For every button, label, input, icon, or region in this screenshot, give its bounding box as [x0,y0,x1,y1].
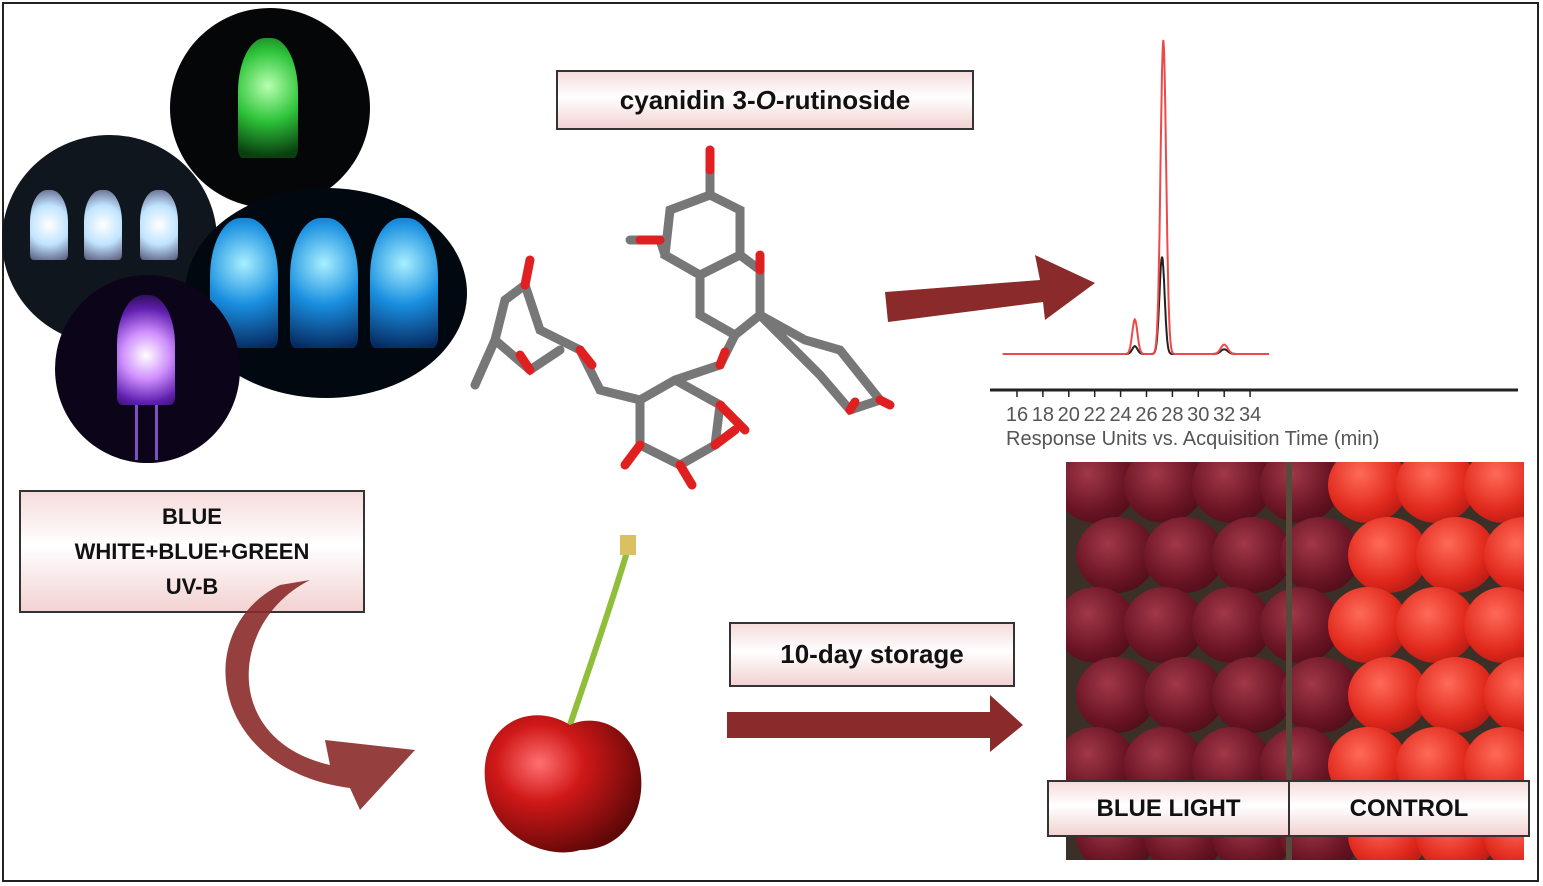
x-tick-label: 16 [1006,404,1028,426]
cherry-fruit [1280,517,1360,593]
chart-x-label: Response Units vs. Acquisition Time (min… [1006,428,1380,450]
cherry-fruit [1396,587,1476,663]
cherry-fruit [1124,587,1204,663]
cherry-image [484,535,642,853]
cherry-fruit [1124,462,1204,523]
compound-name-suffix: -rutinoside [775,84,911,115]
x-tick-label: 30 [1187,404,1209,426]
cherry-fruit [1328,462,1408,523]
cherry-fruit [1192,462,1272,523]
cherry-fruit [1144,657,1224,733]
cherry-fruit [1484,657,1524,733]
cherry-fruit [1328,587,1408,663]
x-tick-label: 34 [1239,404,1261,426]
x-tick-label: 18 [1032,404,1054,426]
led-uv-photo [55,275,240,463]
cherry-fruit [1212,657,1292,733]
arrow-to-storage-result [727,695,1023,752]
cherry-fruit [1076,657,1156,733]
arrow-to-chromatogram [885,255,1095,322]
treatment-uvb: UV-B [165,574,219,599]
cherry-fruit [1260,462,1340,523]
curved-arrow [225,580,415,810]
compound-label: cyanidin 3-O-rutinoside [556,70,974,130]
x-tick-label: 24 [1109,404,1131,426]
blue-light-label: BLUE LIGHT [1047,780,1290,837]
cherry-fruit [1464,462,1524,523]
cherry-fruit [1076,517,1156,593]
cherry-fruit [1192,587,1272,663]
treatment-blue: BLUE [162,504,222,529]
cherry-fruit [1396,462,1476,523]
cherry-fruit [1416,517,1496,593]
treatment-white-blue-green: WHITE+BLUE+GREEN [74,539,310,564]
cherry-fruit [1484,517,1524,593]
cherry-fruit [1416,657,1496,733]
series-line-blue-light [1002,39,1269,355]
treatments-label: BLUE WHITE+BLUE+GREEN UV-B [19,490,365,613]
x-tick-label: 22 [1084,404,1106,426]
cherry-fruit [1464,587,1524,663]
compound-name-italic: O [755,84,776,115]
cherry-fruit [1144,517,1224,593]
cherry-fruit [1212,517,1292,593]
compound-name-part: cyanidin 3- [619,84,756,115]
x-tick-label: 26 [1135,404,1157,426]
cherry-fruit [1348,657,1428,733]
cherry-fruit [1348,517,1428,593]
molecule-structure [470,145,895,490]
x-tick-label: 32 [1213,404,1235,426]
control-label: CONTROL [1288,780,1530,837]
tray-divider [1286,462,1292,860]
cherry-fruit [1280,657,1360,733]
storage-label: 10-day storage [729,622,1015,687]
x-tick-label: 20 [1058,404,1080,426]
series-line-control [1002,256,1269,355]
cherry-fruit [1260,587,1340,663]
led-green-photo [170,8,370,208]
x-tick-label: 28 [1161,404,1183,426]
